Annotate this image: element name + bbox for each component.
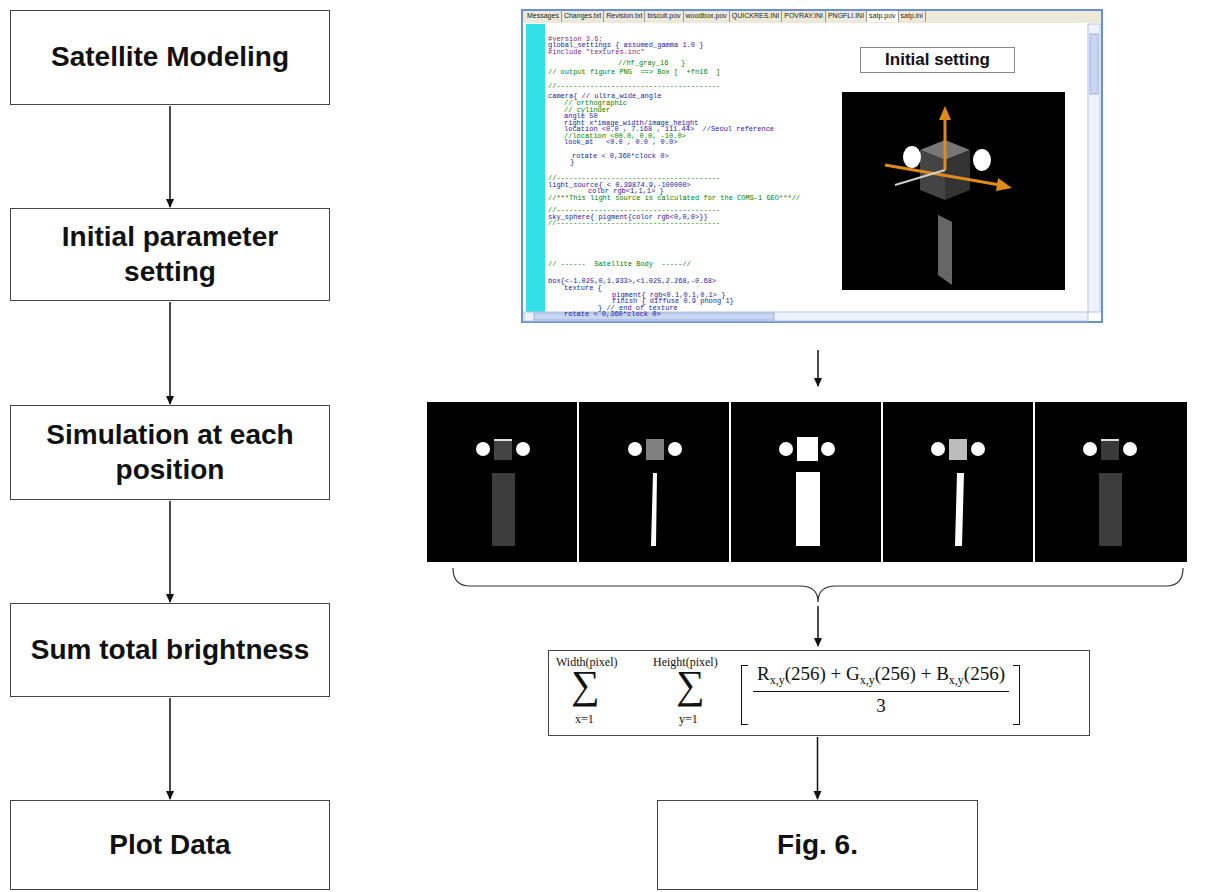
code-line: } xyxy=(570,158,574,166)
code-line: #include "textures.inc" xyxy=(548,48,645,56)
formula-term: R xyxy=(757,663,770,684)
flow-arrow xyxy=(817,737,819,799)
step-label: Sum total brightness xyxy=(31,633,309,667)
step-label: Fig. 6. xyxy=(777,828,858,862)
editor-tab: biscuit.pov xyxy=(645,11,683,22)
fraction: Rx,y(256) + Gx,y(256) + Bx,y(256)3 xyxy=(753,663,1009,717)
process-box: Plot Data xyxy=(10,800,330,890)
flow-arrow xyxy=(169,501,171,602)
code-line: global_settings { assumed_gamma 1.0 } xyxy=(548,41,703,49)
editor-tab: Revision.txt xyxy=(604,11,645,22)
process-box: Simulation at each position xyxy=(10,405,330,500)
editor-tab: PNGFLI.INI xyxy=(826,11,867,22)
code-line: box{<-1.025,0,1.933>,<1.025,2.268,-0.68> xyxy=(548,277,716,285)
editor-tab: satp.pov xyxy=(867,11,898,22)
formula-term: (256) xyxy=(964,663,1005,684)
flow-arrow xyxy=(169,698,171,799)
code-line: //***This light source is calculated for… xyxy=(548,194,800,202)
editor-tab: satp.ini xyxy=(899,11,926,22)
editor-tab: Changes.txt xyxy=(562,11,604,22)
sum-symbol: ∑ xyxy=(571,665,600,705)
title-label: Initial setting xyxy=(885,50,990,70)
formula-term: 3 xyxy=(876,695,886,716)
formula-term: (256) + G xyxy=(785,663,860,684)
code-line: //--------------------------------------… xyxy=(548,82,720,90)
tab-bar: MessagesChanges.txtRevision.txtbiscuit.p… xyxy=(525,11,926,22)
step-label: Satellite Modeling xyxy=(51,40,289,74)
process-box: Satellite Modeling xyxy=(10,10,330,105)
code-line: texture { xyxy=(564,284,602,292)
denominator: 3 xyxy=(753,692,1009,717)
code-line: // ------ Satellite Body -----// xyxy=(548,260,691,268)
process-box: Fig. 6. xyxy=(657,800,978,890)
code-line: //hf_gray_16 } xyxy=(618,59,685,67)
code-line: look_at <0.0 , 0.0 , 0.0> xyxy=(564,138,677,146)
editor-screenshot xyxy=(522,10,1102,322)
code-line: // orthographic xyxy=(564,99,627,107)
group-bracket xyxy=(453,568,1183,602)
code-line: // output figure PNG ==> Box [ +fn16 ] xyxy=(548,68,720,76)
satellite-render xyxy=(842,92,1065,290)
process-box: Sum total brightness xyxy=(10,603,330,697)
code-line: color rgb<1,1,1> } xyxy=(588,187,664,195)
flow-arrow xyxy=(817,606,819,646)
render-strip xyxy=(427,402,1187,562)
code-line: angle 50 xyxy=(564,112,598,120)
editor-tab: QUICKRES.INI xyxy=(730,11,782,22)
editor-window: MessagesChanges.txtRevision.txtbiscuit.p… xyxy=(522,10,1102,322)
title-box: Initial setting xyxy=(860,47,1015,73)
flow-arrow xyxy=(169,106,171,207)
editor-tab: Messages xyxy=(525,11,562,22)
editor-tab: POVRAY.INI xyxy=(782,11,826,22)
flow-arrow xyxy=(817,350,819,386)
subscript: x,y xyxy=(860,673,875,687)
code-line: //--------------------------------------… xyxy=(548,174,720,182)
subscript: x,y xyxy=(949,673,964,687)
step-label: Plot Data xyxy=(109,828,230,862)
code-line: rotate < 0,360*clock 0> xyxy=(572,152,669,160)
code-line: location <0.0 , 7.168 , 111.44> //Seoul … xyxy=(564,125,774,133)
formula-limit: y=1 xyxy=(679,713,698,725)
bracket xyxy=(741,665,748,725)
subscript: x,y xyxy=(770,673,785,687)
code-line: //--------------------------------------… xyxy=(548,219,720,227)
step-label: Initial parameter setting xyxy=(21,220,319,288)
formula-limit: x=1 xyxy=(575,713,594,725)
editor-tab: woodbox.pov xyxy=(684,11,730,22)
code-line: rotate < 0,360*clock 0> xyxy=(564,310,661,318)
step-label: Simulation at each position xyxy=(21,418,319,486)
code-line: finish { diffuse 0.9 phong 1} xyxy=(612,297,734,305)
sum-symbol: ∑ xyxy=(676,665,705,705)
bracket xyxy=(1013,665,1020,725)
flow-arrow xyxy=(169,302,171,404)
code-line: //--------------------------------------… xyxy=(548,206,720,214)
process-box: Initial parameter setting xyxy=(10,208,330,301)
formula-box: Width(pixel)∑x=1Height(pixel)∑y=1Rx,y(25… xyxy=(548,650,1090,736)
code-line: camera{ // ultra_wide_angle xyxy=(548,92,661,100)
numerator: Rx,y(256) + Gx,y(256) + Bx,y(256) xyxy=(753,663,1009,692)
formula-term: (256) + B xyxy=(875,663,949,684)
